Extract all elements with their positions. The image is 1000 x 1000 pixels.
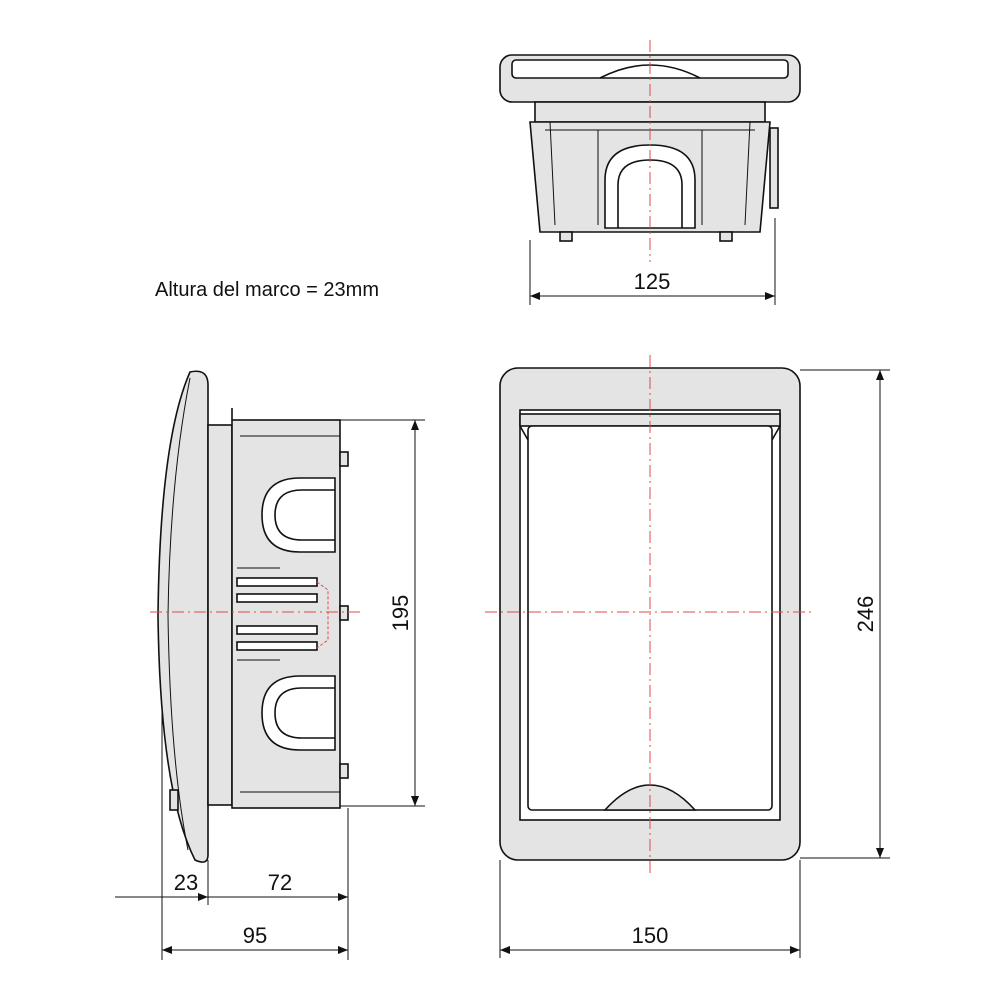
- dim-side-frame: 23: [174, 870, 198, 895]
- dim-side-box: 72: [268, 870, 292, 895]
- dim-side-height: 195: [388, 595, 413, 632]
- dim-front-width: 150: [632, 923, 669, 948]
- side-view: 195 23 72 95: [115, 370, 425, 960]
- dim-top-width: 125: [634, 269, 671, 294]
- front-view: 246 150: [485, 355, 890, 958]
- frame-height-note: Altura del marco = 23mm: [155, 279, 379, 301]
- dim-side-total: 95: [243, 923, 267, 948]
- dim-front-height: 246: [853, 596, 878, 633]
- top-view: 125: [499, 40, 801, 305]
